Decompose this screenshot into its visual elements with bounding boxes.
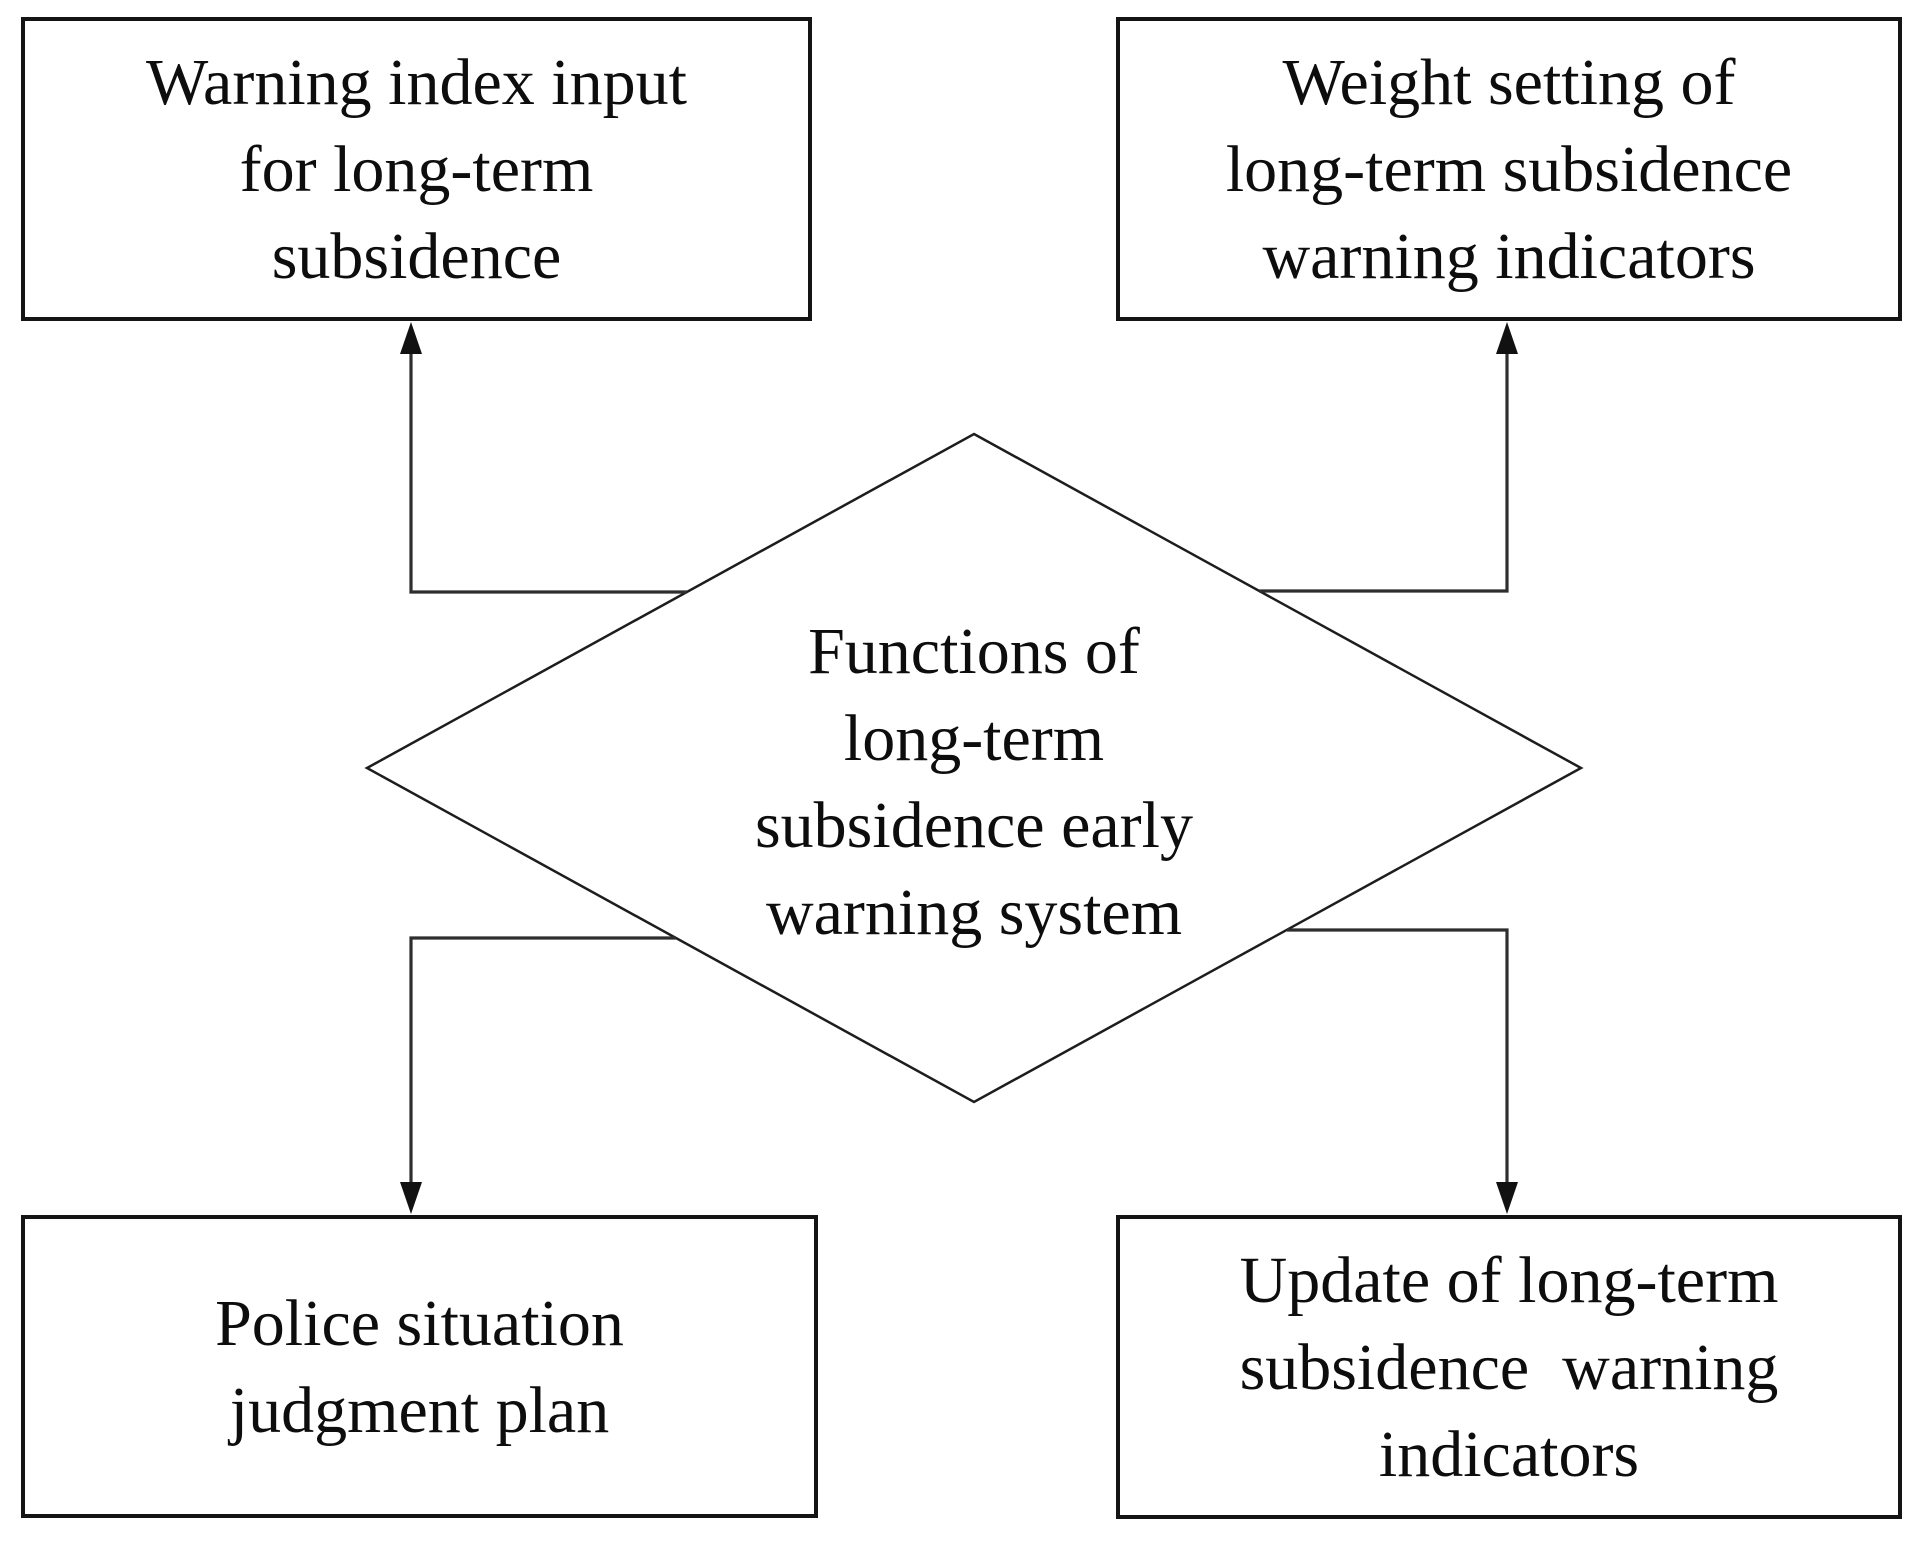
- box-warning-index-input: Warning index input for long-term subsid…: [21, 17, 812, 321]
- arrowhead-up-top-left: [400, 322, 422, 354]
- arrowhead-up-top-right: [1496, 322, 1518, 354]
- box-update-indicators: Update of long-term subsidence warning i…: [1116, 1215, 1902, 1519]
- connector-bottom-right: [1287, 928, 1509, 1184]
- box-weight-setting: Weight setting of long-term subsidence w…: [1116, 17, 1902, 321]
- connector-top-left: [409, 352, 687, 594]
- connector-top-right: [1259, 352, 1509, 593]
- diamond-label: Functions of long-term subsidence early …: [755, 615, 1193, 949]
- diamond-shape: [364, 432, 1584, 1104]
- arrowhead-down-bottom-left: [400, 1182, 422, 1214]
- connector-bottom-left: [409, 936, 676, 1184]
- box-police-situation-plan: Police situation judgment plan: [21, 1215, 818, 1518]
- arrowhead-down-bottom-right: [1496, 1182, 1518, 1214]
